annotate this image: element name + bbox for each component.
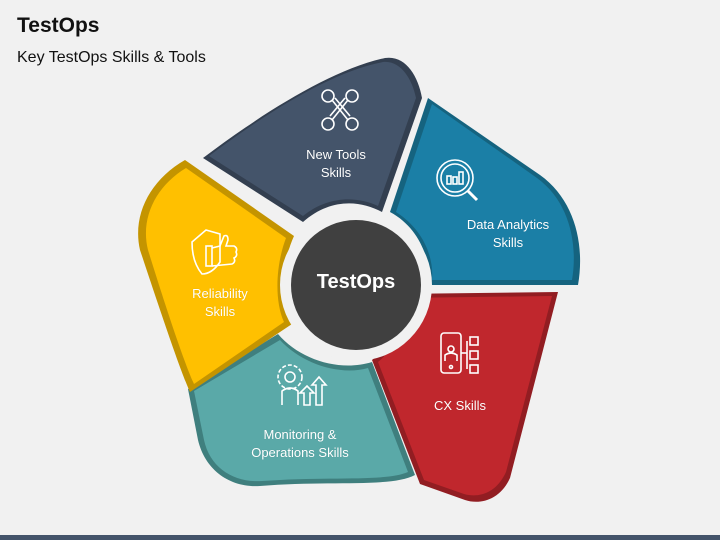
slide-title: TestOps xyxy=(17,14,100,37)
phone-checklist-icon xyxy=(440,332,479,374)
segment-cx xyxy=(372,292,558,502)
segment-reliability xyxy=(138,160,294,392)
footer-bar xyxy=(0,535,720,540)
gear-person-arrows-icon xyxy=(277,364,328,406)
segment-new-tools xyxy=(203,57,422,223)
center-label: TestOps xyxy=(316,271,396,293)
label-new-tools: New Tools Skills xyxy=(306,147,366,180)
segment-monitoring xyxy=(188,334,415,487)
label-reliability: Reliability Skills xyxy=(192,286,248,319)
label-cx: CX Skills xyxy=(433,398,486,413)
label-monitoring: Monitoring & Operations Skills xyxy=(251,427,349,460)
label-data-analytics: Data Analytics Skills xyxy=(466,217,550,250)
segment-data-analytics xyxy=(390,98,581,285)
shield-thumbsup-icon xyxy=(191,229,238,275)
slide-subtitle: Key TestOps Skills & Tools xyxy=(17,49,206,66)
wrench-cross-icon xyxy=(321,89,359,131)
center-circle xyxy=(291,220,421,350)
magnifier-chart-icon xyxy=(436,159,479,202)
